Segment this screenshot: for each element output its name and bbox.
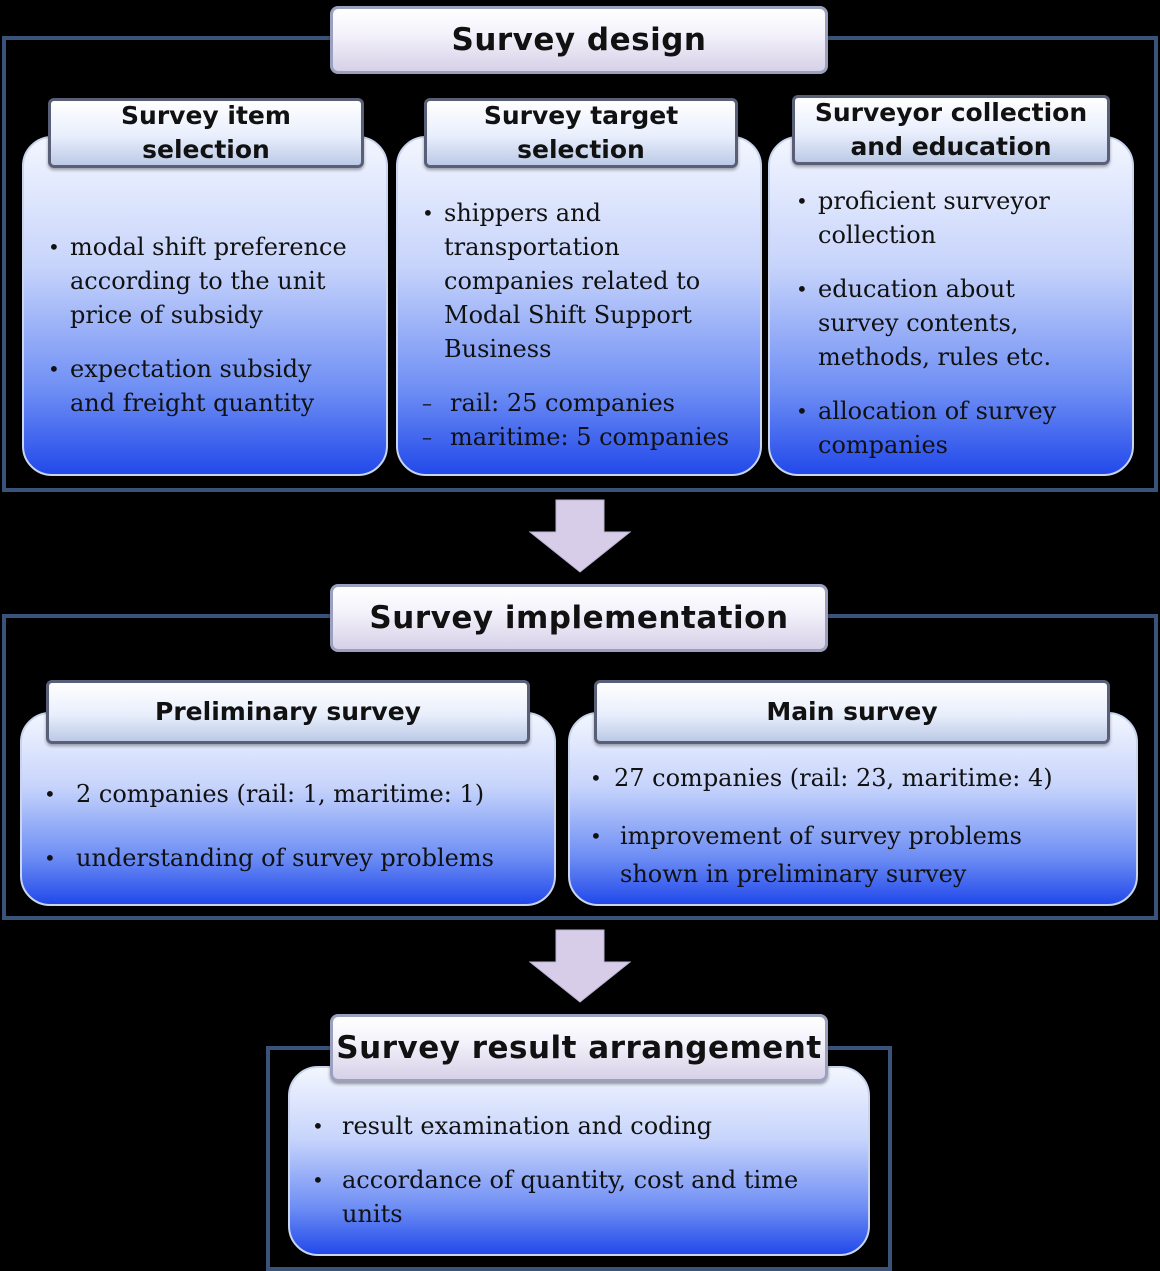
survey-item-selection-list: • modal shift preference according to th…: [48, 230, 388, 420]
surveyor-collection-list: • proficient surveyor collection • educa…: [796, 184, 1136, 462]
bullet-icon: •: [48, 235, 60, 259]
bullet-icon: •: [312, 1168, 324, 1192]
preliminary-survey-card: [20, 712, 556, 906]
list-item: • improvement of survey problems shown i…: [590, 819, 1138, 891]
list-item: – maritime: 5 companies: [422, 420, 762, 454]
list-item: • understanding of survey problems: [44, 841, 554, 875]
bullet-icon: •: [590, 766, 602, 790]
list-item: • allocation of survey companies: [796, 394, 1136, 462]
list-item: • shippers and transportation companies …: [422, 196, 762, 366]
bullet-icon: •: [44, 782, 56, 806]
survey-design-title: Survey design: [330, 6, 828, 74]
survey-target-selection-header: Survey target selection: [424, 98, 738, 168]
list-item: • education about survey contents, metho…: [796, 272, 1136, 374]
list-item: – rail: 25 companies: [422, 386, 762, 420]
bullet-icon: •: [796, 399, 808, 423]
bullet-icon: •: [48, 357, 60, 381]
bullet-icon: •: [796, 277, 808, 301]
surveyor-collection-card: [768, 136, 1134, 476]
bullet-icon: •: [796, 189, 808, 213]
bullet-icon: •: [312, 1114, 324, 1138]
survey-arrangement-title: Survey result arrangement: [330, 1014, 828, 1082]
main-survey-list: • 27 companies (rail: 23, maritime: 4) •…: [590, 761, 1138, 891]
list-item: • modal shift preference according to th…: [48, 230, 388, 332]
preliminary-survey-list: • 2 companies (rail: 1, maritime: 1) • u…: [44, 777, 554, 875]
list-item: • 2 companies (rail: 1, maritime: 1): [44, 777, 554, 811]
arrow-down-icon: [528, 499, 632, 573]
main-survey-header: Main survey: [594, 680, 1110, 744]
list-item: • proficient surveyor collection: [796, 184, 1136, 252]
dash-icon: –: [422, 425, 432, 449]
survey-target-selection-card: [396, 136, 762, 476]
survey-item-selection-card: [22, 136, 388, 476]
preliminary-survey-header: Preliminary survey: [46, 680, 530, 744]
bullet-icon: •: [422, 201, 434, 225]
surveyor-collection-header: Surveyor collection and education: [792, 95, 1110, 165]
arrow-down-icon: [528, 929, 632, 1003]
list-item: • 27 companies (rail: 23, maritime: 4): [590, 761, 1138, 795]
list-item: • accordance of quantity, cost and time …: [312, 1163, 868, 1231]
bullet-icon: •: [590, 824, 602, 848]
list-item: • result examination and coding: [312, 1109, 868, 1143]
survey-target-selection-list: • shippers and transportation companies …: [422, 196, 762, 454]
survey-implementation-title: Survey implementation: [330, 584, 828, 652]
bullet-icon: •: [44, 846, 56, 870]
survey-arrangement-list: • result examination and coding • accord…: [312, 1109, 868, 1231]
dash-icon: –: [422, 391, 432, 415]
survey-item-selection-header: Survey item selection: [48, 98, 364, 168]
list-item: • expectation subsidy and freight quanti…: [48, 352, 388, 420]
